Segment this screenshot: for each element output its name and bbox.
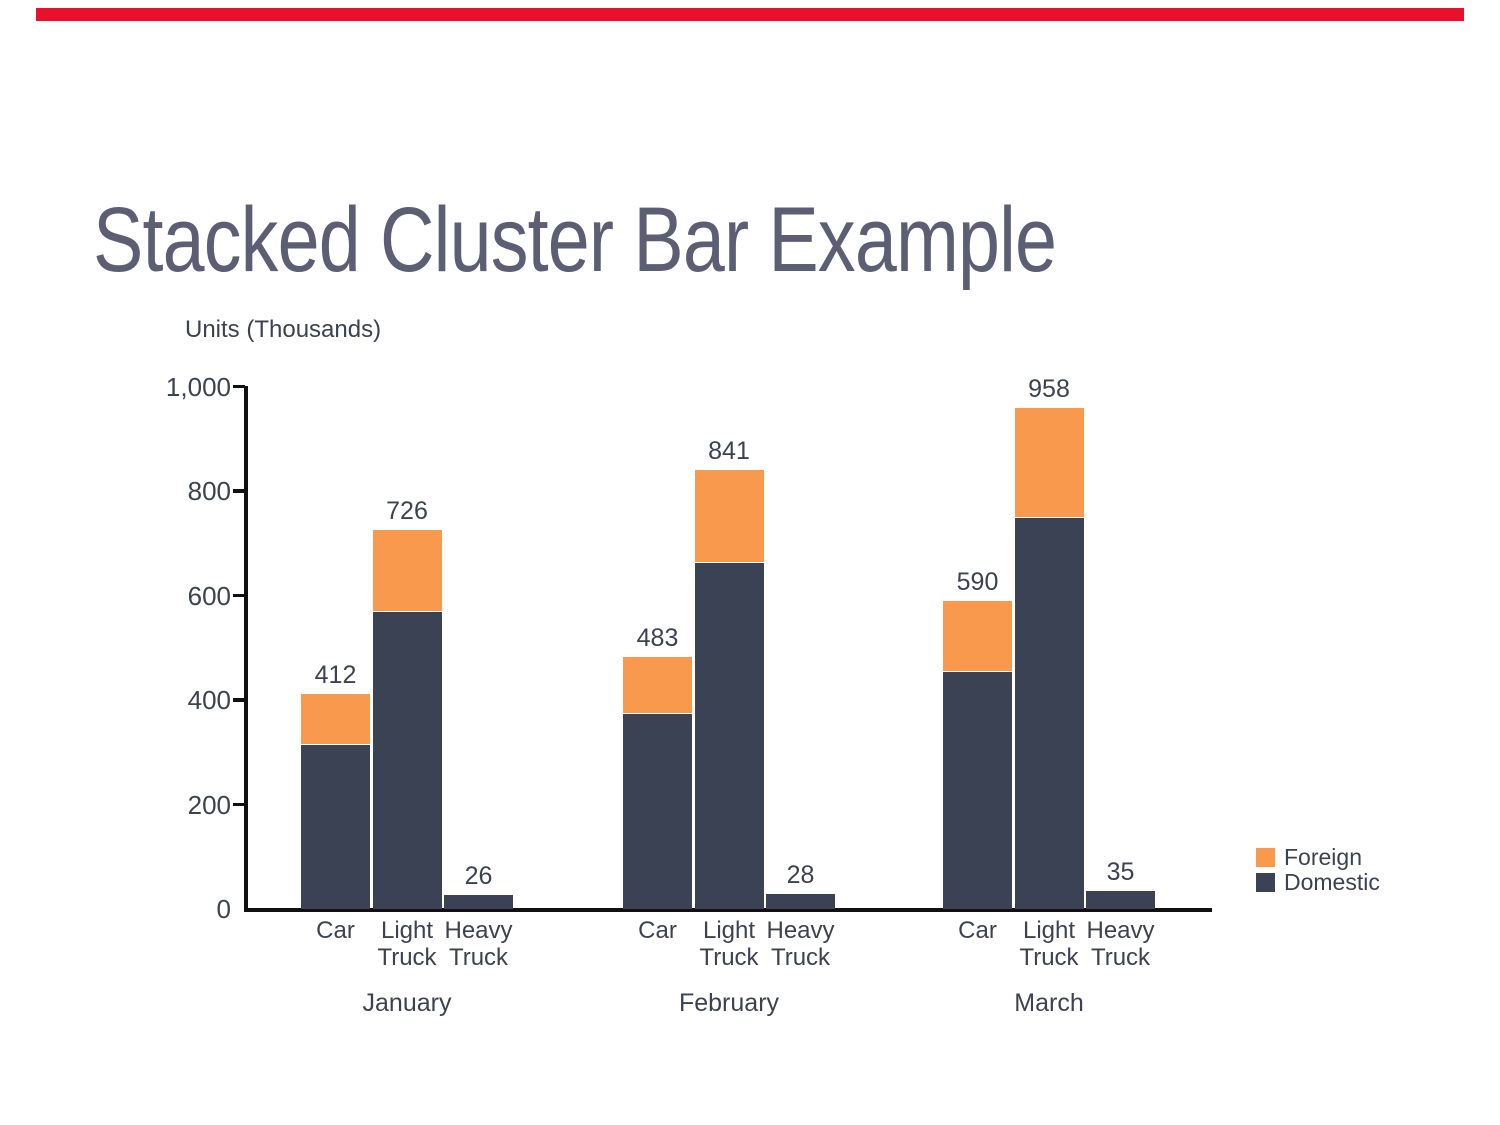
y-axis-tick-label: 800 [187, 476, 231, 506]
bar-category-label: Car [638, 917, 677, 944]
bar-segment-foreign [301, 693, 370, 745]
bar-total-label: 28 [786, 861, 815, 890]
bar-category-label: Light Truck [699, 917, 759, 971]
bar-total-label: 412 [314, 660, 357, 689]
y-axis-tick [233, 802, 245, 807]
group-month-label: January [362, 989, 452, 1017]
legend-item-domestic: Domestic [1256, 870, 1380, 895]
y-axis-tick [233, 489, 245, 493]
bar-segment-foreign [1014, 408, 1084, 518]
bar-category-label: Car [958, 917, 997, 944]
y-axis-tick [233, 698, 245, 702]
domestic-swatch-icon [1256, 873, 1275, 892]
bar-segment-domestic [694, 561, 764, 909]
y-axis-tick-label: 200 [187, 789, 231, 820]
y-axis-tick-label: 0 [216, 894, 231, 924]
legend-item-foreign: Foreign [1256, 845, 1380, 870]
y-axis-line [244, 385, 248, 912]
bar-category-label: Light Truck [1019, 917, 1079, 971]
legend-label: Foreign [1284, 844, 1362, 870]
y-axis-tick-label: 400 [187, 685, 231, 715]
bar-category-label: Heavy Truck [444, 917, 513, 971]
bar-segment-foreign [694, 469, 764, 562]
top-accent-bar [36, 8, 1464, 21]
bar-category-label: Light Truck [377, 917, 437, 971]
bar-total-label: 26 [464, 862, 493, 891]
y-axis-tick-label: 600 [187, 580, 231, 611]
bar-total-label: 35 [1106, 857, 1135, 886]
y-axis-tick [233, 384, 245, 389]
bar-total-label: 590 [956, 567, 999, 596]
bar-category-label: Car [316, 917, 355, 944]
bar-total-label: 483 [636, 623, 679, 652]
page-title: Stacked Cluster Bar Example [93, 188, 1057, 291]
bar-segment-foreign [623, 656, 692, 713]
bar-segment-domestic [943, 671, 1012, 909]
bar-total-label: 726 [386, 496, 428, 525]
x-axis-line [244, 908, 1212, 912]
chart-legend: Foreign Domestic [1256, 845, 1380, 895]
bar-segment-domestic [301, 744, 370, 909]
y-axis-tick [233, 593, 245, 598]
bar-segment-foreign [943, 600, 1012, 672]
bar-total-label: 958 [1028, 375, 1070, 404]
group-month-label: March [1014, 989, 1084, 1017]
group-month-label: February [678, 989, 780, 1017]
bar-category-label: Heavy Truck [766, 917, 835, 971]
y-axis-title: Units (Thousands) [185, 316, 382, 343]
bar-segment-domestic [1014, 517, 1084, 909]
bar-category-label: Heavy Truck [1086, 917, 1155, 971]
bar-segment-domestic [1086, 890, 1155, 909]
legend-label: Domestic [1284, 869, 1380, 895]
bar-segment-domestic [372, 611, 442, 909]
bar-segment-foreign [372, 529, 442, 612]
bar-segment-domestic [444, 895, 513, 909]
bar-segment-domestic [766, 894, 835, 909]
foreign-swatch-icon [1256, 848, 1275, 867]
y-axis-tick-label: 1,000 [165, 371, 231, 402]
bar-total-label: 841 [708, 436, 750, 465]
bar-segment-domestic [623, 712, 692, 909]
